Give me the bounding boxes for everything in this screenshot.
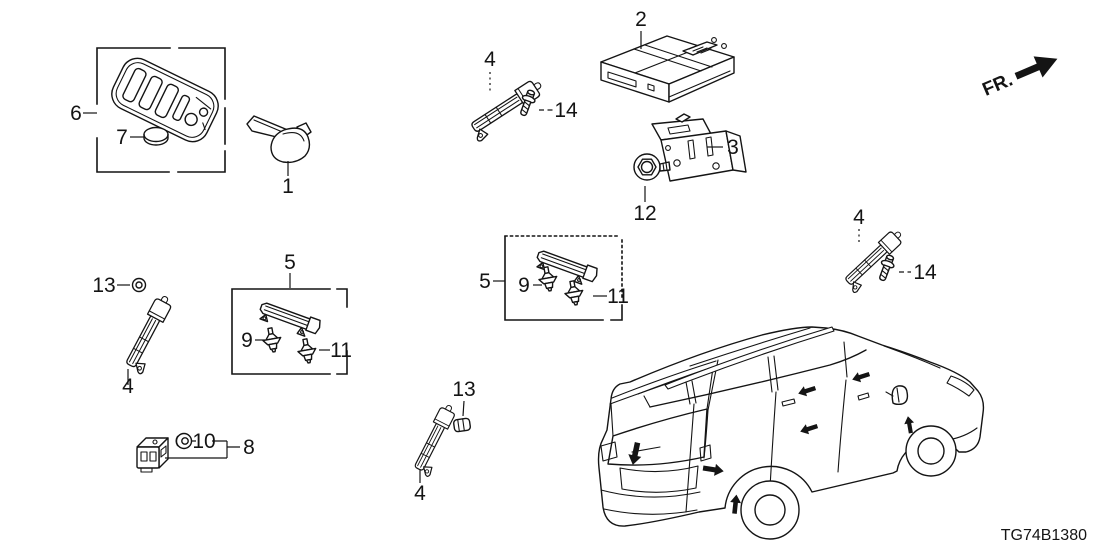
diagram-code: TG74B1380 xyxy=(1001,527,1087,544)
callout-11-center[interactable]: 11 xyxy=(607,285,629,308)
callout-13-bottom[interactable]: 13 xyxy=(452,378,475,401)
callout-8[interactable]: 8 xyxy=(243,436,255,459)
location-arrow-rear-door-upper xyxy=(796,383,817,399)
antenna-4-right xyxy=(839,226,910,295)
callout-4-right[interactable]: 4 xyxy=(853,206,865,229)
callout-4-top[interactable]: 4 xyxy=(484,48,496,71)
location-arrow-front-door-upper xyxy=(850,369,871,385)
front-wheel xyxy=(905,425,957,477)
clip-9-center xyxy=(536,264,560,294)
buzzer-module-8 xyxy=(136,437,169,473)
callout-9-center[interactable]: 9 xyxy=(518,274,530,297)
location-arrow-rear-door-mid xyxy=(798,421,819,437)
fr-arrow-icon xyxy=(1014,56,1058,80)
callout-5-left[interactable]: 5 xyxy=(284,251,296,274)
clip-11-left xyxy=(295,336,319,366)
grommet-10 xyxy=(175,432,193,450)
location-arrow-front-fender xyxy=(903,415,916,434)
callout-11-left[interactable]: 11 xyxy=(330,339,352,362)
callout-5-center[interactable]: 5 xyxy=(479,270,491,293)
callout-13-left[interactable]: 13 xyxy=(92,274,115,297)
nut-13-bottom-center xyxy=(452,417,472,433)
washer-screw-12 xyxy=(633,153,671,181)
fr-label: FR. xyxy=(979,69,1015,100)
rear-wheel xyxy=(740,480,800,540)
callout-6[interactable]: 6 xyxy=(70,102,82,125)
location-arrow-tailgate xyxy=(626,441,644,467)
location-arrow-rear-quarter xyxy=(729,494,742,515)
smart-key-group-box xyxy=(96,47,226,173)
key-battery xyxy=(143,126,169,146)
grommet-13-left xyxy=(131,277,147,293)
callout-leaders xyxy=(83,31,911,483)
callout-10[interactable]: 10 xyxy=(192,430,215,453)
antenna-kit-box-center xyxy=(504,235,623,321)
callout-1[interactable]: 1 xyxy=(282,175,294,198)
callout-14-top[interactable]: 14 xyxy=(554,99,578,122)
fr-direction-indicator: FR. xyxy=(979,56,1058,101)
callout-7[interactable]: 7 xyxy=(116,126,128,149)
antenna-4-top-center xyxy=(465,76,550,143)
callout-3[interactable]: 3 xyxy=(727,136,739,159)
callout-12[interactable]: 12 xyxy=(633,202,656,225)
antenna-4-bottom-center xyxy=(409,401,463,478)
callout-2[interactable]: 2 xyxy=(635,8,647,31)
smart-key-fob xyxy=(111,57,219,143)
location-arrow-rear-bumper xyxy=(702,462,725,478)
callout-4-bottom[interactable]: 4 xyxy=(414,482,426,505)
callout-4-left[interactable]: 4 xyxy=(122,375,134,398)
antenna-4-left xyxy=(120,292,180,376)
antenna-kit-box-left xyxy=(231,288,348,375)
callout-9-left[interactable]: 9 xyxy=(241,329,253,352)
callout-14-right[interactable]: 14 xyxy=(913,261,937,284)
key-blade xyxy=(246,115,312,164)
keyless-control-unit xyxy=(600,35,735,103)
vehicle-outline xyxy=(597,326,985,540)
